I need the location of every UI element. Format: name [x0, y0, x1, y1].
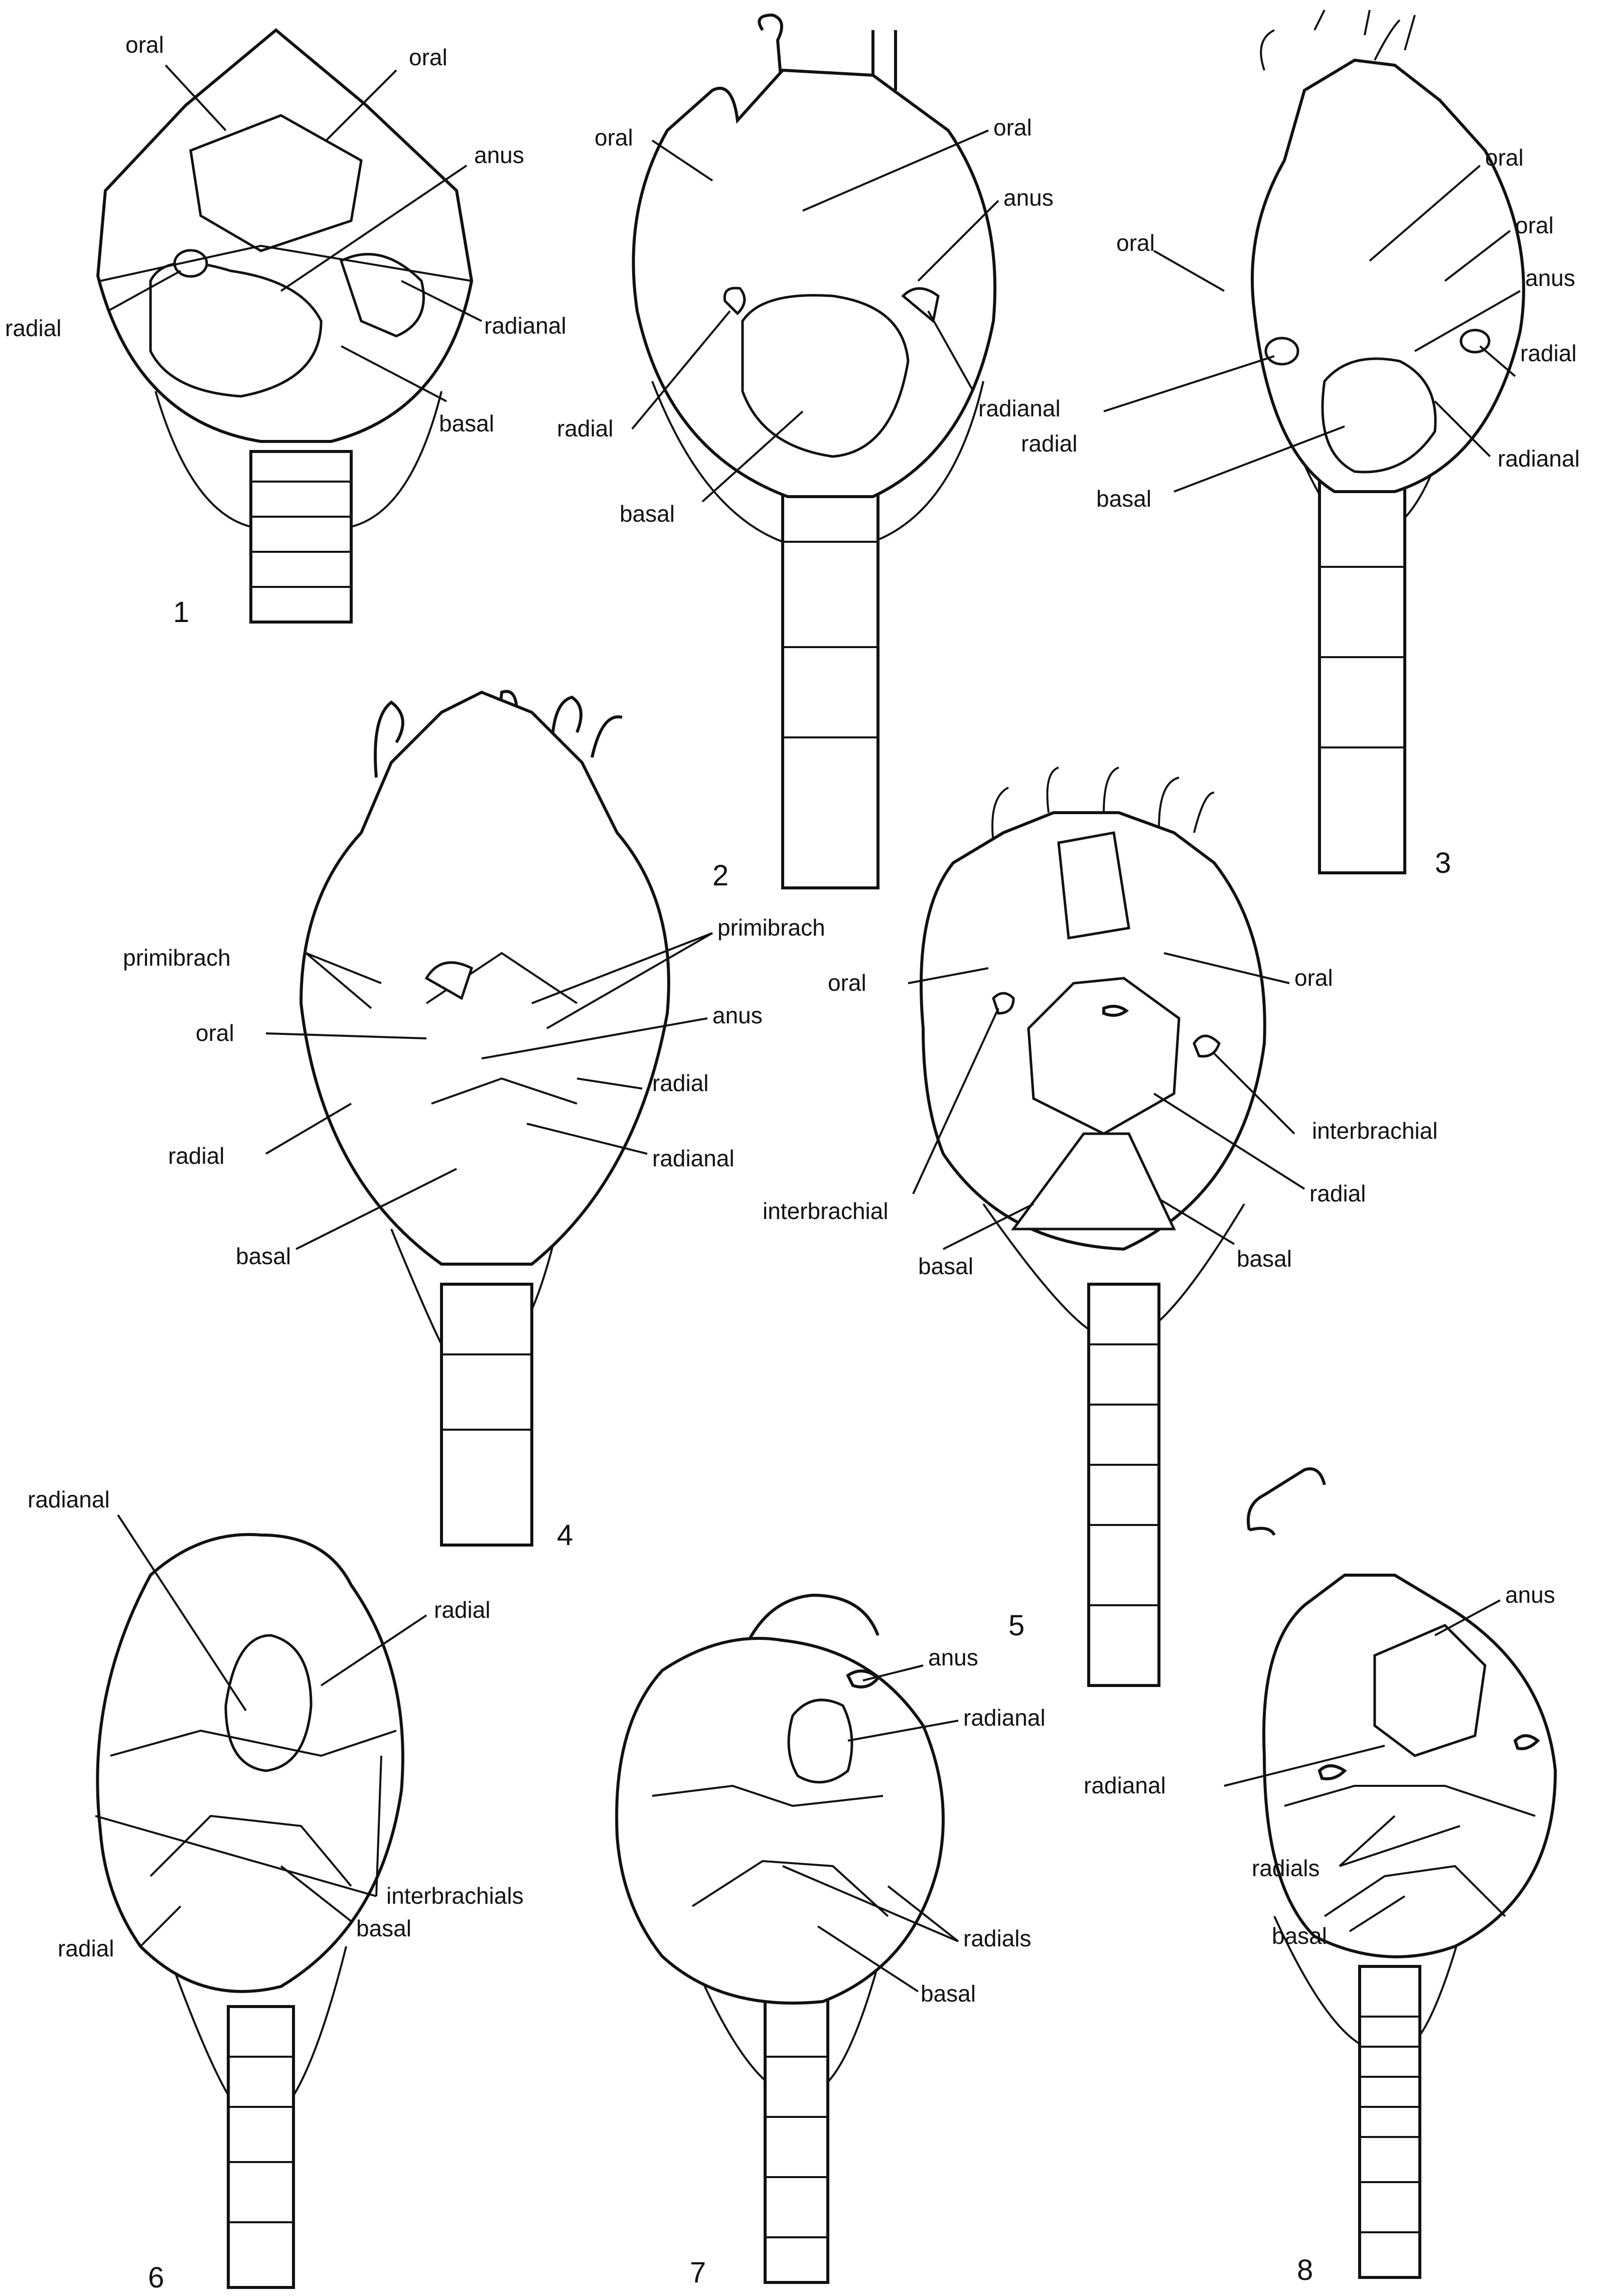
- figure-3-stem: [1319, 482, 1405, 873]
- figure-7-radianal-plate: [789, 1700, 852, 1782]
- figure-number-6: 6: [148, 2261, 164, 2294]
- fig4-label-radianal: radianal: [652, 1145, 735, 1171]
- figure-7-cup: [617, 1638, 943, 2003]
- figure-number-2: 2: [712, 859, 728, 892]
- fig7-label-basal: basal: [921, 1980, 976, 2007]
- fig2-label-basal: basal: [620, 501, 675, 527]
- fig3-label-oral-right: oral: [1515, 212, 1554, 238]
- fig5-label-interbrachial-right: interbrachial: [1312, 1118, 1438, 1144]
- fig1-label-basal: basal: [439, 410, 494, 436]
- fig3-label-radial-right: radial: [1520, 340, 1577, 366]
- fig7-label-anus: anus: [928, 1644, 978, 1670]
- fig5-label-oral-right: oral: [1294, 965, 1333, 991]
- figure-3-crinoid: [1252, 10, 1524, 873]
- fig6-label-radial-right: radial: [434, 1597, 491, 1623]
- fig2-label-oral-left: oral: [595, 124, 633, 150]
- fig3-label-oral-left: oral: [1116, 230, 1155, 256]
- figure-5-anus-opening: [1104, 1006, 1126, 1015]
- fig1-label-oral-left: oral: [125, 32, 164, 58]
- figure-1-stem: [251, 451, 351, 622]
- figure-number-3: 3: [1435, 847, 1451, 879]
- fig6-label-basal: basal: [356, 1915, 411, 1941]
- fig4-label-primibrach-right: primibrach: [717, 914, 825, 941]
- fig8-label-radianal: radianal: [1084, 1772, 1166, 1798]
- figure-3-radial-plate-2: [1461, 330, 1489, 352]
- fig2-label-oral-right: oral: [993, 114, 1032, 140]
- fig4-label-oral: oral: [196, 1020, 234, 1046]
- fig2-label-radial: radial: [557, 415, 614, 441]
- figure-8-stem: [1360, 1966, 1420, 2277]
- figure-2-stem: [783, 477, 878, 888]
- figure-4-stem: [442, 1284, 532, 1545]
- fig1-label-radial: radial: [5, 315, 62, 341]
- fig6-label-radianal: radianal: [28, 1486, 110, 1512]
- fig2-label-radianal: radianal: [978, 395, 1061, 421]
- figure-number-4: 4: [557, 1519, 573, 1552]
- fig3-label-basal: basal: [1096, 486, 1151, 512]
- fig2-label-anus: anus: [1003, 185, 1054, 211]
- fig6-label-interbrachials: interbrachials: [386, 1883, 524, 1909]
- fig6-label-radial-left: radial: [58, 1935, 114, 1961]
- fig3-label-oral-top: oral: [1485, 144, 1524, 171]
- figure-number-8: 8: [1297, 2254, 1313, 2286]
- figure-number-1: 1: [173, 596, 189, 629]
- fig4-label-primibrach-left: primibrach: [123, 945, 231, 971]
- fig7-label-radials: radials: [963, 1925, 1032, 1951]
- figure-4-cup: [301, 692, 669, 1264]
- fig5-label-basal-left: basal: [918, 1253, 973, 1279]
- fig5-label-radial: radial: [1309, 1180, 1366, 1206]
- fig3-label-radial-left: radial: [1021, 430, 1078, 456]
- fig8-label-basal: basal: [1272, 1923, 1327, 1949]
- fig4-label-basal: basal: [236, 1243, 291, 1269]
- figure-7-crinoid: [617, 1595, 943, 2282]
- fig4-label-radial-left: radial: [168, 1143, 225, 1169]
- fig5-label-basal-right: basal: [1237, 1246, 1292, 1272]
- figure-6-crinoid: [97, 1535, 402, 2287]
- fig7-label-radianal: radianal: [963, 1705, 1046, 1731]
- fig8-label-anus: anus: [1505, 1582, 1555, 1608]
- figure-4-crinoid: [301, 691, 669, 1545]
- fig3-label-radianal: radianal: [1498, 445, 1580, 472]
- figure-1-crinoid: [98, 30, 472, 622]
- fig8-label-radials: radials: [1252, 1855, 1320, 1881]
- fig5-label-oral-left: oral: [828, 970, 866, 996]
- fig3-label-anus: anus: [1525, 265, 1575, 291]
- figure-number-5: 5: [1008, 1609, 1024, 1642]
- figure-3-radial-plate: [1266, 338, 1298, 364]
- fig4-label-radial-right: radial: [652, 1070, 709, 1096]
- fig1-label-anus: anus: [474, 142, 524, 168]
- figure-7-stem: [765, 1997, 828, 2282]
- fig4-label-anus: anus: [712, 1002, 763, 1028]
- fig5-label-interbrachial-left: interbrachial: [763, 1198, 889, 1224]
- figure-2-crinoid: [634, 15, 995, 888]
- figure-number-7: 7: [690, 2256, 706, 2289]
- fig1-label-oral-right: oral: [409, 44, 448, 70]
- fig1-label-radianal: radianal: [484, 313, 566, 339]
- figure-5-crinoid: [921, 768, 1265, 1686]
- figure-6-stem: [228, 2007, 293, 2287]
